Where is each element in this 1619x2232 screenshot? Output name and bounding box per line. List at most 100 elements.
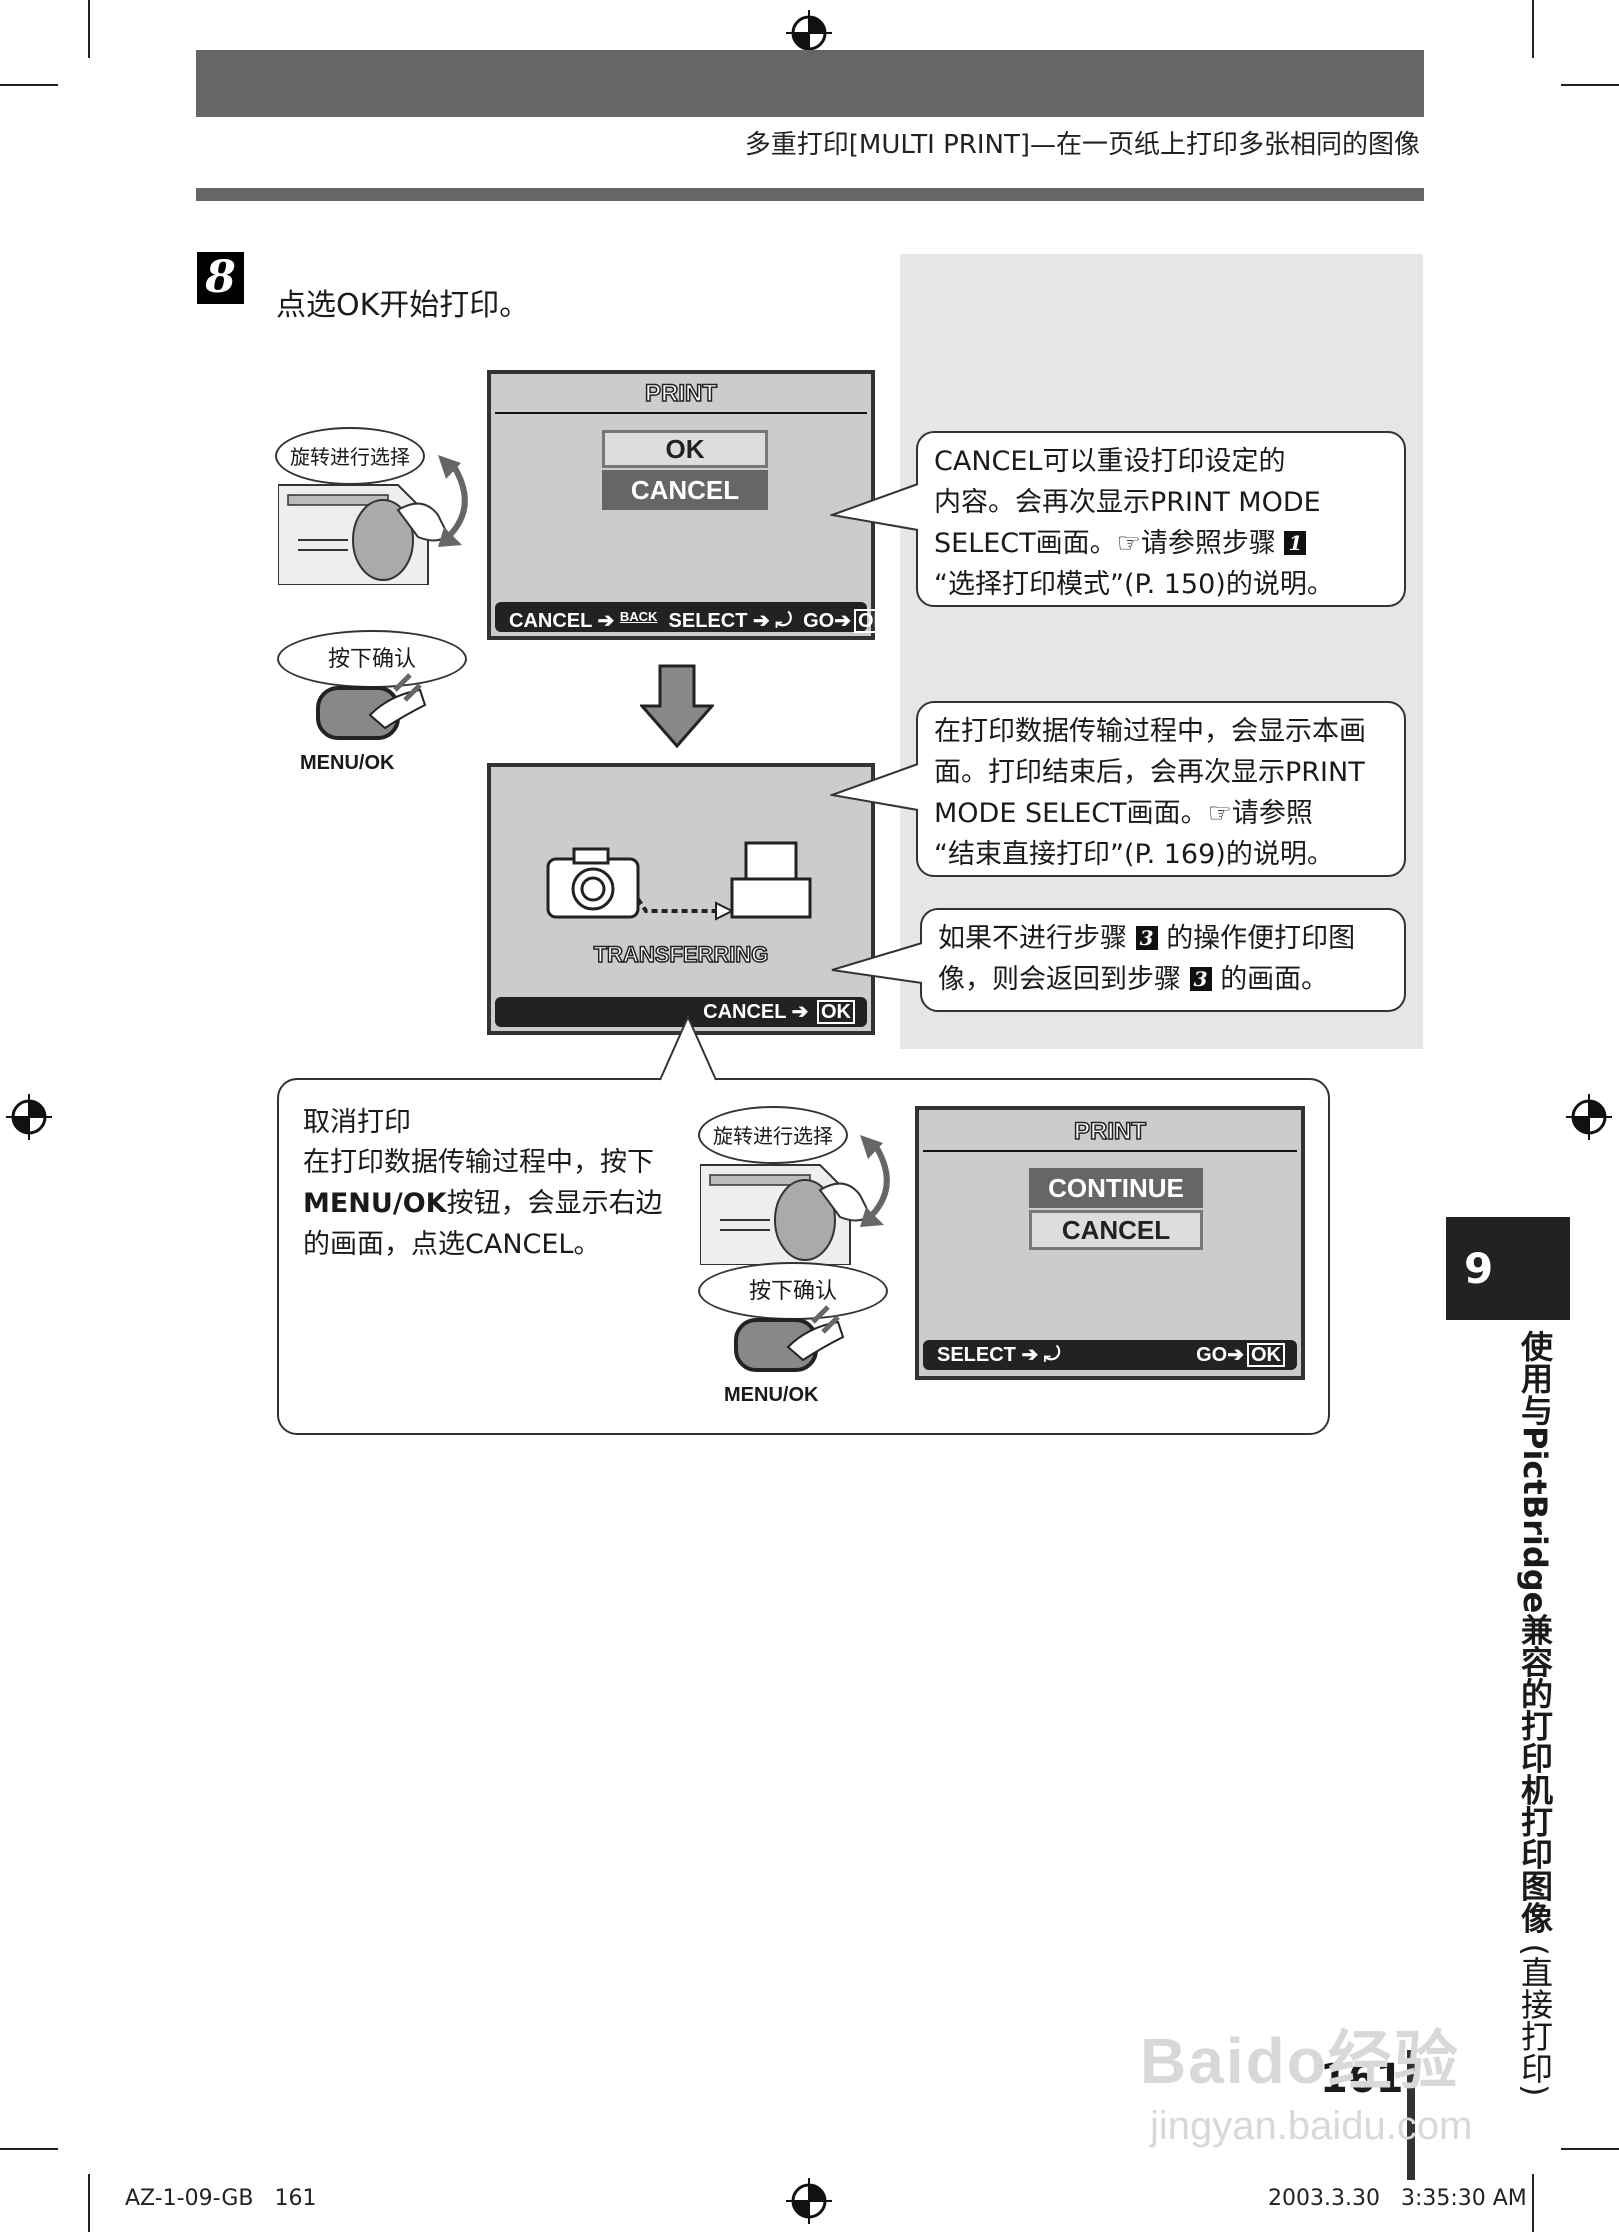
menu-ok-button-icon[interactable] [728, 1302, 848, 1382]
step-ref-badge: 3 [1189, 967, 1212, 991]
arrow-down-icon [640, 664, 714, 748]
camera-dial-illustration-icon [278, 455, 468, 585]
crop-mark [1532, 0, 1534, 58]
menu-ok-keyword: MENU/OK [303, 1188, 447, 1219]
arrow-right-icon: ➔ [786, 1001, 814, 1023]
watermark-url: jingyan.baidu.com [1150, 2104, 1473, 2148]
ok-icon: OK [817, 1000, 855, 1024]
callout-text: MODE SELECT画面。 [934, 798, 1208, 829]
callout-text: 请参照步骤 [1140, 528, 1276, 559]
callout-text: 像，则会返回到步骤 [938, 964, 1181, 995]
lcd-divider [495, 412, 867, 414]
bar-select-label: SELECT [668, 610, 748, 632]
menu-option-ok[interactable]: OK [602, 430, 768, 468]
bar-select-label: SELECT [937, 1344, 1016, 1366]
press-hint-text: 按下确认 [327, 647, 416, 672]
bar-go-label: GO [1196, 1344, 1228, 1366]
menu-option-cancel[interactable]: CANCEL [602, 470, 768, 510]
menu-option-cancel[interactable]: CANCEL [1029, 1210, 1203, 1250]
crop-mark [0, 2148, 58, 2150]
callout-line: 在打印数据传输过程中，会显示本画 [934, 716, 1366, 747]
registration-mark-icon [1566, 1094, 1612, 1140]
bar-cancel-label: CANCEL [703, 1001, 787, 1023]
dial-hint-text: 旋转进行选择 [290, 445, 410, 469]
ok-icon: OK [854, 609, 892, 633]
chapter-subtitle: (直接打印) [1516, 1943, 1554, 2097]
arrow-right-icon: ➔ [747, 610, 776, 632]
registration-mark-icon [786, 2178, 832, 2224]
lcd-button-bar: CANCEL ➔ BACK SELECT ➔ ⤾ GO➔OK [495, 602, 892, 633]
chapter-title: 使用与PictBridge兼容的打印机打印图像 [1516, 1330, 1554, 1934]
lcd-screen-continue: PRINT CONTINUE CANCEL SELECT ➔ ⤾ GO➔OK [915, 1106, 1305, 1380]
callout-text: SELECT画面。 [934, 528, 1117, 559]
lcd-button-bar: SELECT ➔ ⤾ GO➔OK [923, 1340, 1297, 1370]
transfer-status: TRANSFERRING [593, 941, 769, 968]
menu-ok-label: MENU/OK [300, 752, 395, 774]
lcd-screen-transferring: TRANSFERRING CANCEL ➔ OK [487, 763, 875, 1035]
step-number: 8 [197, 252, 244, 304]
crop-mark [88, 2174, 90, 2232]
crop-mark [88, 0, 90, 58]
cancel-print-text-span: 按钮，会显示右边 [446, 1188, 663, 1219]
callout-line: 面。打印结束后，会再次显示PRINT [934, 757, 1365, 788]
reference-hand-icon: ☞ [1116, 528, 1141, 559]
callout-line: “结束直接打印”(P. 169)的说明。 [934, 839, 1334, 870]
callout-line: CANCEL可以重设打印设定的 [934, 446, 1286, 477]
callout-text: 请参照 [1231, 798, 1313, 829]
cancel-print-line: 的画面，点选CANCEL。 [303, 1229, 601, 1260]
step-ref-badge: 1 [1284, 531, 1307, 555]
dial-hint-bubble: 旋转进行选择 [698, 1106, 848, 1164]
callout-line: MODE SELECT画面。☞请参照 [934, 793, 1388, 834]
arrow-right-icon: ➔ [1015, 1344, 1044, 1366]
camera-to-printer-icon [546, 841, 812, 921]
page-number-rule [1407, 2050, 1415, 2180]
cancel-print-line: MENU/OK按钮，会显示右边 [303, 1183, 693, 1224]
arrow-right-icon: ➔ [834, 610, 851, 632]
back-icon: BACK [619, 609, 658, 624]
lcd-title: PRINT [644, 379, 718, 408]
crop-mark [1532, 2174, 1534, 2232]
registration-mark-icon [6, 1094, 52, 1140]
callout-line: 如果不进行步骤 3 的操作便打印图 [938, 918, 1388, 959]
step-ref-badge: 3 [1135, 926, 1158, 950]
dial-hint-text: 旋转进行选择 [713, 1124, 833, 1148]
dial-hint-bubble: 旋转进行选择 [275, 427, 425, 485]
cancel-print-heading: 取消打印 [303, 1107, 411, 1138]
bar-cancel-label: CANCEL [509, 610, 592, 632]
page-number: 161 [1320, 2056, 1404, 2102]
press-hint-text: 按下确认 [748, 1279, 837, 1304]
cancel-print-line: 在打印数据传输过程中，按下 [303, 1147, 654, 1178]
lcd-screen-print: PRINT OK CANCEL CANCEL ➔ BACK SELECT ➔ ⤾… [487, 370, 892, 640]
crop-mark [1561, 2148, 1619, 2150]
crop-mark [0, 84, 58, 86]
callout-pointer [830, 483, 919, 531]
menu-ok-label: MENU/OK [724, 1384, 819, 1406]
menu-option-continue[interactable]: CONTINUE [1029, 1168, 1203, 1208]
callout-cancel: CANCEL可以重设打印设定的 内容。会再次显示PRINT MODE SELEC… [916, 431, 1406, 607]
page-header-title: 多重打印[MULTI PRINT]—在一页纸上打印多张相同的图像 [744, 130, 1420, 160]
dial-icon: ⤾ [775, 610, 792, 632]
arrow-right-icon: ➔ [1227, 1344, 1244, 1366]
footer-right: 2003.3.30 3:35:30 AM [1268, 2186, 1527, 2211]
bar-go-label: GO [803, 610, 835, 632]
header-rule [196, 188, 1424, 201]
cancel-print-text: 在打印数据传输过程中，按下 MENU/OK按钮，会显示右边 的画面，点选CANC… [303, 1142, 693, 1265]
callout-pointer [831, 942, 923, 984]
ok-icon: OK [1247, 1343, 1285, 1367]
crop-mark [1561, 84, 1619, 86]
reference-hand-icon: ☞ [1207, 798, 1232, 829]
step-instruction: 点选OK开始打印。 [276, 288, 530, 323]
chapter-title-vertical: 使用与PictBridge兼容的打印机打印图像 (直接打印) [1474, 1330, 1554, 2096]
callout-line: 像，则会返回到步骤 3 的画面。 [938, 959, 1388, 1000]
dial-icon: ⤾ [1043, 1344, 1061, 1366]
header-bar [196, 50, 1424, 117]
lcd-button-bar: CANCEL ➔ OK [495, 997, 867, 1027]
callout-line: 内容。会再次显示PRINT MODE [934, 487, 1321, 518]
callout-pointer [830, 763, 919, 811]
callout-text: 的操作便打印图 [1166, 923, 1356, 954]
callout-skip: 如果不进行步骤 3 的操作便打印图 像，则会返回到步骤 3 的画面。 [920, 908, 1406, 1012]
callout-line: “选择打印模式”(P. 150)的说明。 [934, 569, 1334, 600]
registration-mark-icon [786, 10, 832, 56]
cancel-box-pointer [659, 1015, 717, 1081]
menu-ok-button-icon[interactable] [310, 670, 430, 750]
